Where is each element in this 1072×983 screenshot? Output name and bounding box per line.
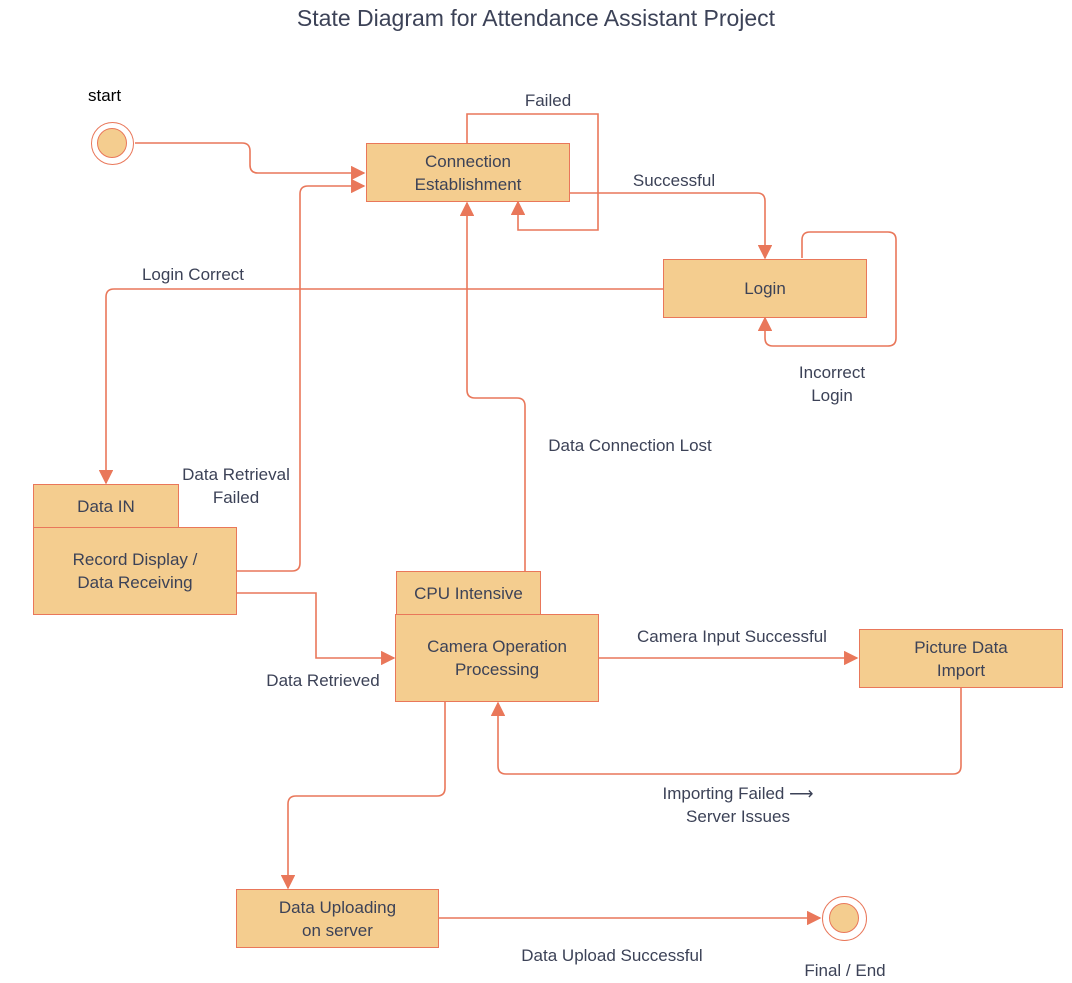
diagram-title: State Diagram for Attendance Assistant P… bbox=[296, 5, 776, 31]
state-camera-operation: Camera Operation Processing bbox=[395, 614, 599, 702]
start-node bbox=[91, 122, 134, 165]
arrow-login-to-data-in bbox=[98, 288, 663, 485]
label-importing-failed: Importing Failed ⟶ Server Issues bbox=[662, 784, 814, 826]
state-record-display-label: Record Display / Data Receiving bbox=[72, 550, 198, 592]
state-picture-data-import: Picture Data Import bbox=[859, 629, 1063, 688]
arrow-connection-failed-loop bbox=[466, 113, 599, 231]
arrow-cpu-to-connection bbox=[459, 201, 526, 571]
arrow-start-to-connection bbox=[135, 142, 366, 181]
state-data-uploading-label: Data Uploading on server bbox=[278, 897, 397, 940]
arrow-record-to-camera bbox=[236, 592, 396, 666]
label-login-correct: Login Correct bbox=[141, 265, 245, 284]
state-cpu-intensive-header: CPU Intensive bbox=[396, 571, 541, 616]
arrow-camera-to-uploading bbox=[280, 702, 446, 890]
state-record-display: Record Display / Data Receiving bbox=[33, 527, 237, 615]
state-login-label: Login bbox=[744, 279, 786, 298]
end-label: Final / End bbox=[804, 961, 886, 980]
start-node-core bbox=[97, 128, 127, 158]
arrow-picture-to-camera bbox=[490, 688, 962, 775]
state-connection-establishment: Connection Establishment bbox=[366, 143, 570, 202]
state-cpu-intensive-label: CPU Intensive bbox=[414, 584, 523, 603]
state-camera-operation-label: Camera Operation Processing bbox=[427, 637, 567, 679]
label-data-upload-successful: Data Upload Successful bbox=[521, 946, 703, 965]
label-data-connection-lost: Data Connection Lost bbox=[548, 436, 712, 455]
state-connection-label: Connection Establishment bbox=[414, 151, 522, 194]
arrow-record-to-connection bbox=[236, 178, 366, 572]
label-incorrect-login: Incorrect Login bbox=[798, 363, 866, 405]
state-data-in-label: Data IN bbox=[77, 497, 135, 516]
state-picture-data-label: Picture Data Import bbox=[914, 637, 1008, 680]
label-data-retrieval-failed: Data Retrieval Failed bbox=[182, 465, 290, 507]
label-failed: Failed bbox=[524, 91, 572, 110]
start-label: start bbox=[88, 86, 122, 105]
end-node bbox=[822, 896, 867, 941]
label-camera-input-successful: Camera Input Successful bbox=[637, 627, 827, 646]
arrow-connection-to-login bbox=[570, 192, 773, 260]
end-node-core bbox=[829, 903, 859, 933]
state-data-uploading: Data Uploading on server bbox=[236, 889, 439, 948]
arrow-login-incorrect-loop bbox=[757, 231, 897, 347]
state-login: Login bbox=[663, 259, 867, 318]
label-data-retrieved: Data Retrieved bbox=[266, 671, 380, 690]
state-data-in-header: Data IN bbox=[33, 484, 179, 529]
label-successful: Successful bbox=[632, 171, 716, 190]
